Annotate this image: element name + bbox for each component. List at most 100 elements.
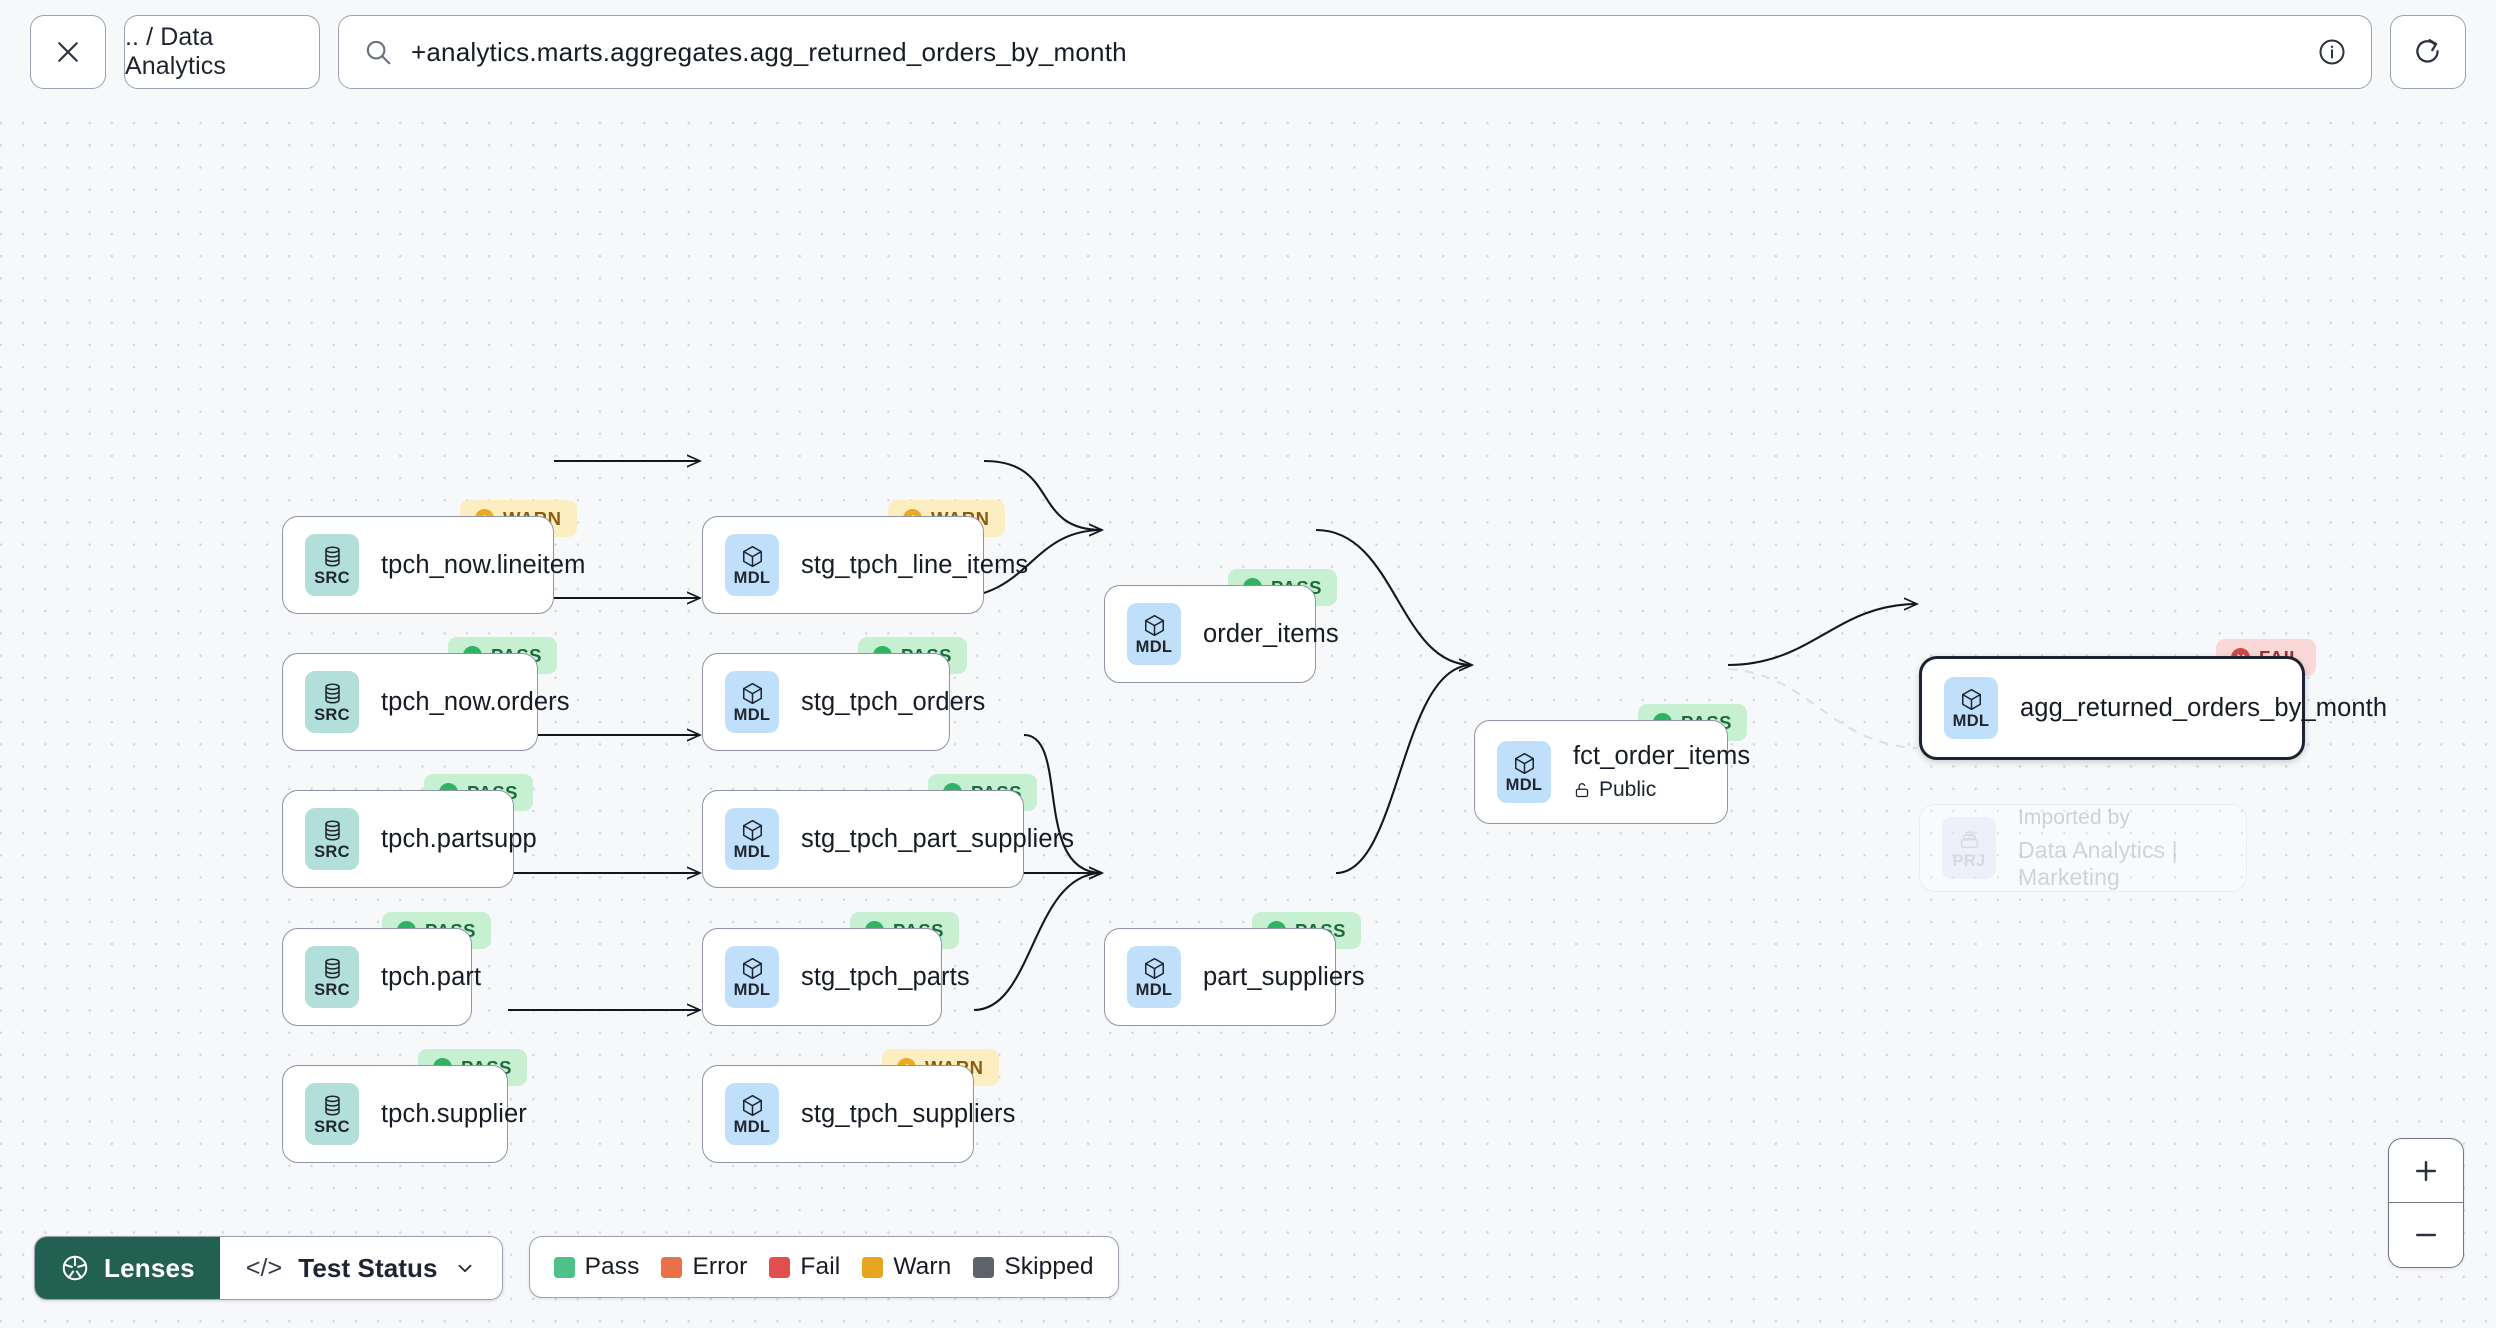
node-text: tpch.supplier	[381, 1100, 527, 1129]
node-text: tpch_now.lineitem	[381, 550, 586, 580]
graph-node-stg_tpch_part_suppliers[interactable]: MDL stg_tpch_part_suppliers	[702, 790, 1075, 888]
chevron-down-icon	[458, 1264, 472, 1273]
cube-icon	[742, 819, 762, 841]
graph-node-stg_tpch_line_items[interactable]: MDL stg_tpch_line_items	[702, 516, 1029, 614]
aperture-icon	[62, 1255, 88, 1281]
node-text: part_suppliers	[1203, 962, 1365, 992]
node-title: tpch_now.lineitem	[381, 550, 586, 579]
node-type-badge-mdl: MDL	[725, 671, 779, 733]
node-type-badge-src: SRC	[305, 534, 359, 596]
search-input[interactable]: +analytics.marts.aggregates.agg_returned…	[338, 15, 2372, 89]
node-text: tpch.partsupp	[381, 825, 537, 854]
database-icon	[324, 1095, 340, 1116]
node-type-label: MDL	[733, 842, 771, 861]
node-text: stg_tpch_parts	[801, 963, 970, 992]
legend-label: Skipped	[1004, 1253, 1094, 1280]
close-button[interactable]	[30, 15, 106, 89]
status-legend: Pass Error Fail Warn Skipped	[528, 1236, 1119, 1298]
cube-icon	[1514, 752, 1534, 774]
node-type-badge-mdl: MDL	[725, 534, 779, 596]
legend-label: Pass	[584, 1253, 640, 1280]
zoom-in-button[interactable]	[2389, 1139, 2463, 1203]
legend-swatch-skipped	[973, 1256, 995, 1278]
node-type-label: MDL	[1135, 980, 1173, 999]
legend-item-pass[interactable]: Pass	[553, 1253, 640, 1281]
plus-icon	[2416, 1160, 2436, 1181]
lens-button-group: Lenses </> Test Status	[34, 1236, 503, 1300]
legend-swatch-pass	[553, 1256, 575, 1278]
lenses-button[interactable]: Lenses	[35, 1237, 220, 1299]
node-type-badge-src: SRC	[305, 1083, 359, 1145]
node-text: stg_tpch_suppliers	[801, 1100, 1015, 1129]
node-title: fct_order_items	[1573, 742, 1751, 770]
node-subtitle: Public	[1573, 778, 1705, 802]
breadcrumb[interactable]: .. / Data Analytics	[124, 15, 320, 89]
node-title: order_items	[1203, 619, 1339, 648]
node-type-badge-src: SRC	[305, 671, 359, 733]
node-type-label: SRC	[314, 1117, 350, 1136]
cube-icon	[742, 1094, 762, 1116]
graph-node-tpch_now_lineitem[interactable]: SRC tpch_now.lineitem	[282, 516, 586, 614]
node-text: tpch_now.orders	[381, 687, 570, 717]
node-type-label: SRC	[314, 568, 350, 587]
node-text: stg_tpch_line_items	[801, 550, 1029, 580]
node-type-label: SRC	[314, 842, 350, 861]
graph-node-tpch_supplier[interactable]: SRC tpch.supplier	[282, 1065, 527, 1163]
legend-label: Error	[692, 1253, 748, 1280]
node-title: tpch_now.orders	[381, 687, 570, 716]
project-icon	[1960, 831, 1978, 848]
app-header: .. / Data Analytics +analytics.marts.agg…	[0, 0, 2496, 104]
legend-label: Fail	[800, 1253, 841, 1280]
legend-swatch-error	[661, 1256, 683, 1278]
node-type-label: MDL	[1952, 711, 1990, 730]
node-title: stg_tpch_orders	[801, 687, 986, 716]
node-title: tpch.part	[381, 962, 482, 991]
node-type-badge-src: SRC	[305, 946, 359, 1008]
database-icon	[324, 958, 340, 979]
graph-node-stg_tpch_orders[interactable]: MDL stg_tpch_orders	[702, 653, 986, 751]
node-type-label: MDL	[733, 705, 771, 724]
database-icon	[324, 546, 340, 567]
legend-swatch-fail	[769, 1256, 791, 1278]
test-status-dropdown[interactable]: </> Test Status	[219, 1237, 502, 1299]
cube-icon	[1961, 688, 1981, 710]
node-title: agg_returned_orders_by_month	[2020, 693, 2388, 722]
graph-node-tpch_part[interactable]: SRC tpch.part	[282, 928, 482, 1026]
node-type-badge-mdl: MDL	[1127, 946, 1181, 1008]
zoom-out-button[interactable]	[2389, 1203, 2463, 1267]
cube-icon	[742, 545, 762, 567]
node-title: stg_tpch_part_suppliers	[801, 824, 1075, 853]
graph-node-agg_returned_orders_by_month[interactable]: MDL agg_returned_orders_by_month	[1919, 656, 2388, 760]
legend-item-skipped[interactable]: Skipped	[973, 1253, 1093, 1281]
legend-label: Warn	[893, 1253, 952, 1280]
node-text: stg_tpch_orders	[801, 687, 986, 717]
node-text: stg_tpch_part_suppliers	[801, 824, 1075, 854]
legend-item-error[interactable]: Error	[661, 1253, 747, 1281]
node-type-badge-src: SRC	[305, 808, 359, 870]
graph-node-stg_tpch_parts[interactable]: MDL stg_tpch_parts	[702, 928, 970, 1026]
legend-item-fail[interactable]: Fail	[769, 1253, 840, 1281]
node-type-badge-mdl: MDL	[725, 1083, 779, 1145]
lineage-canvas[interactable]: SRCtpch_now.lineitemWARNSRCtpch_now.orde…	[0, 104, 2496, 1328]
node-type-label: SRC	[314, 980, 350, 999]
node-type-badge-mdl: MDL	[725, 946, 779, 1008]
database-icon	[324, 683, 340, 704]
cube-icon	[1144, 614, 1164, 636]
graph-node-tpch_partsupp[interactable]: SRC tpch.partsupp	[282, 790, 537, 888]
node-title: part_suppliers	[1203, 962, 1365, 991]
graph-node-tpch_now_orders[interactable]: SRC tpch_now.orders	[282, 653, 570, 751]
graph-node-stg_tpch_suppliers[interactable]: MDL stg_tpch_suppliers	[702, 1065, 1015, 1163]
graph-node-part_suppliers[interactable]: MDL part_suppliers	[1104, 928, 1365, 1026]
legend-item-warn[interactable]: Warn	[862, 1253, 951, 1281]
legend-swatch-warn	[862, 1256, 884, 1278]
test-status-label: Test Status	[298, 1252, 438, 1283]
refresh-button[interactable]	[2390, 15, 2466, 89]
info-icon[interactable]	[2317, 37, 2347, 67]
node-title: stg_tpch_line_items	[801, 550, 1029, 579]
node-type-label: SRC	[314, 705, 350, 724]
